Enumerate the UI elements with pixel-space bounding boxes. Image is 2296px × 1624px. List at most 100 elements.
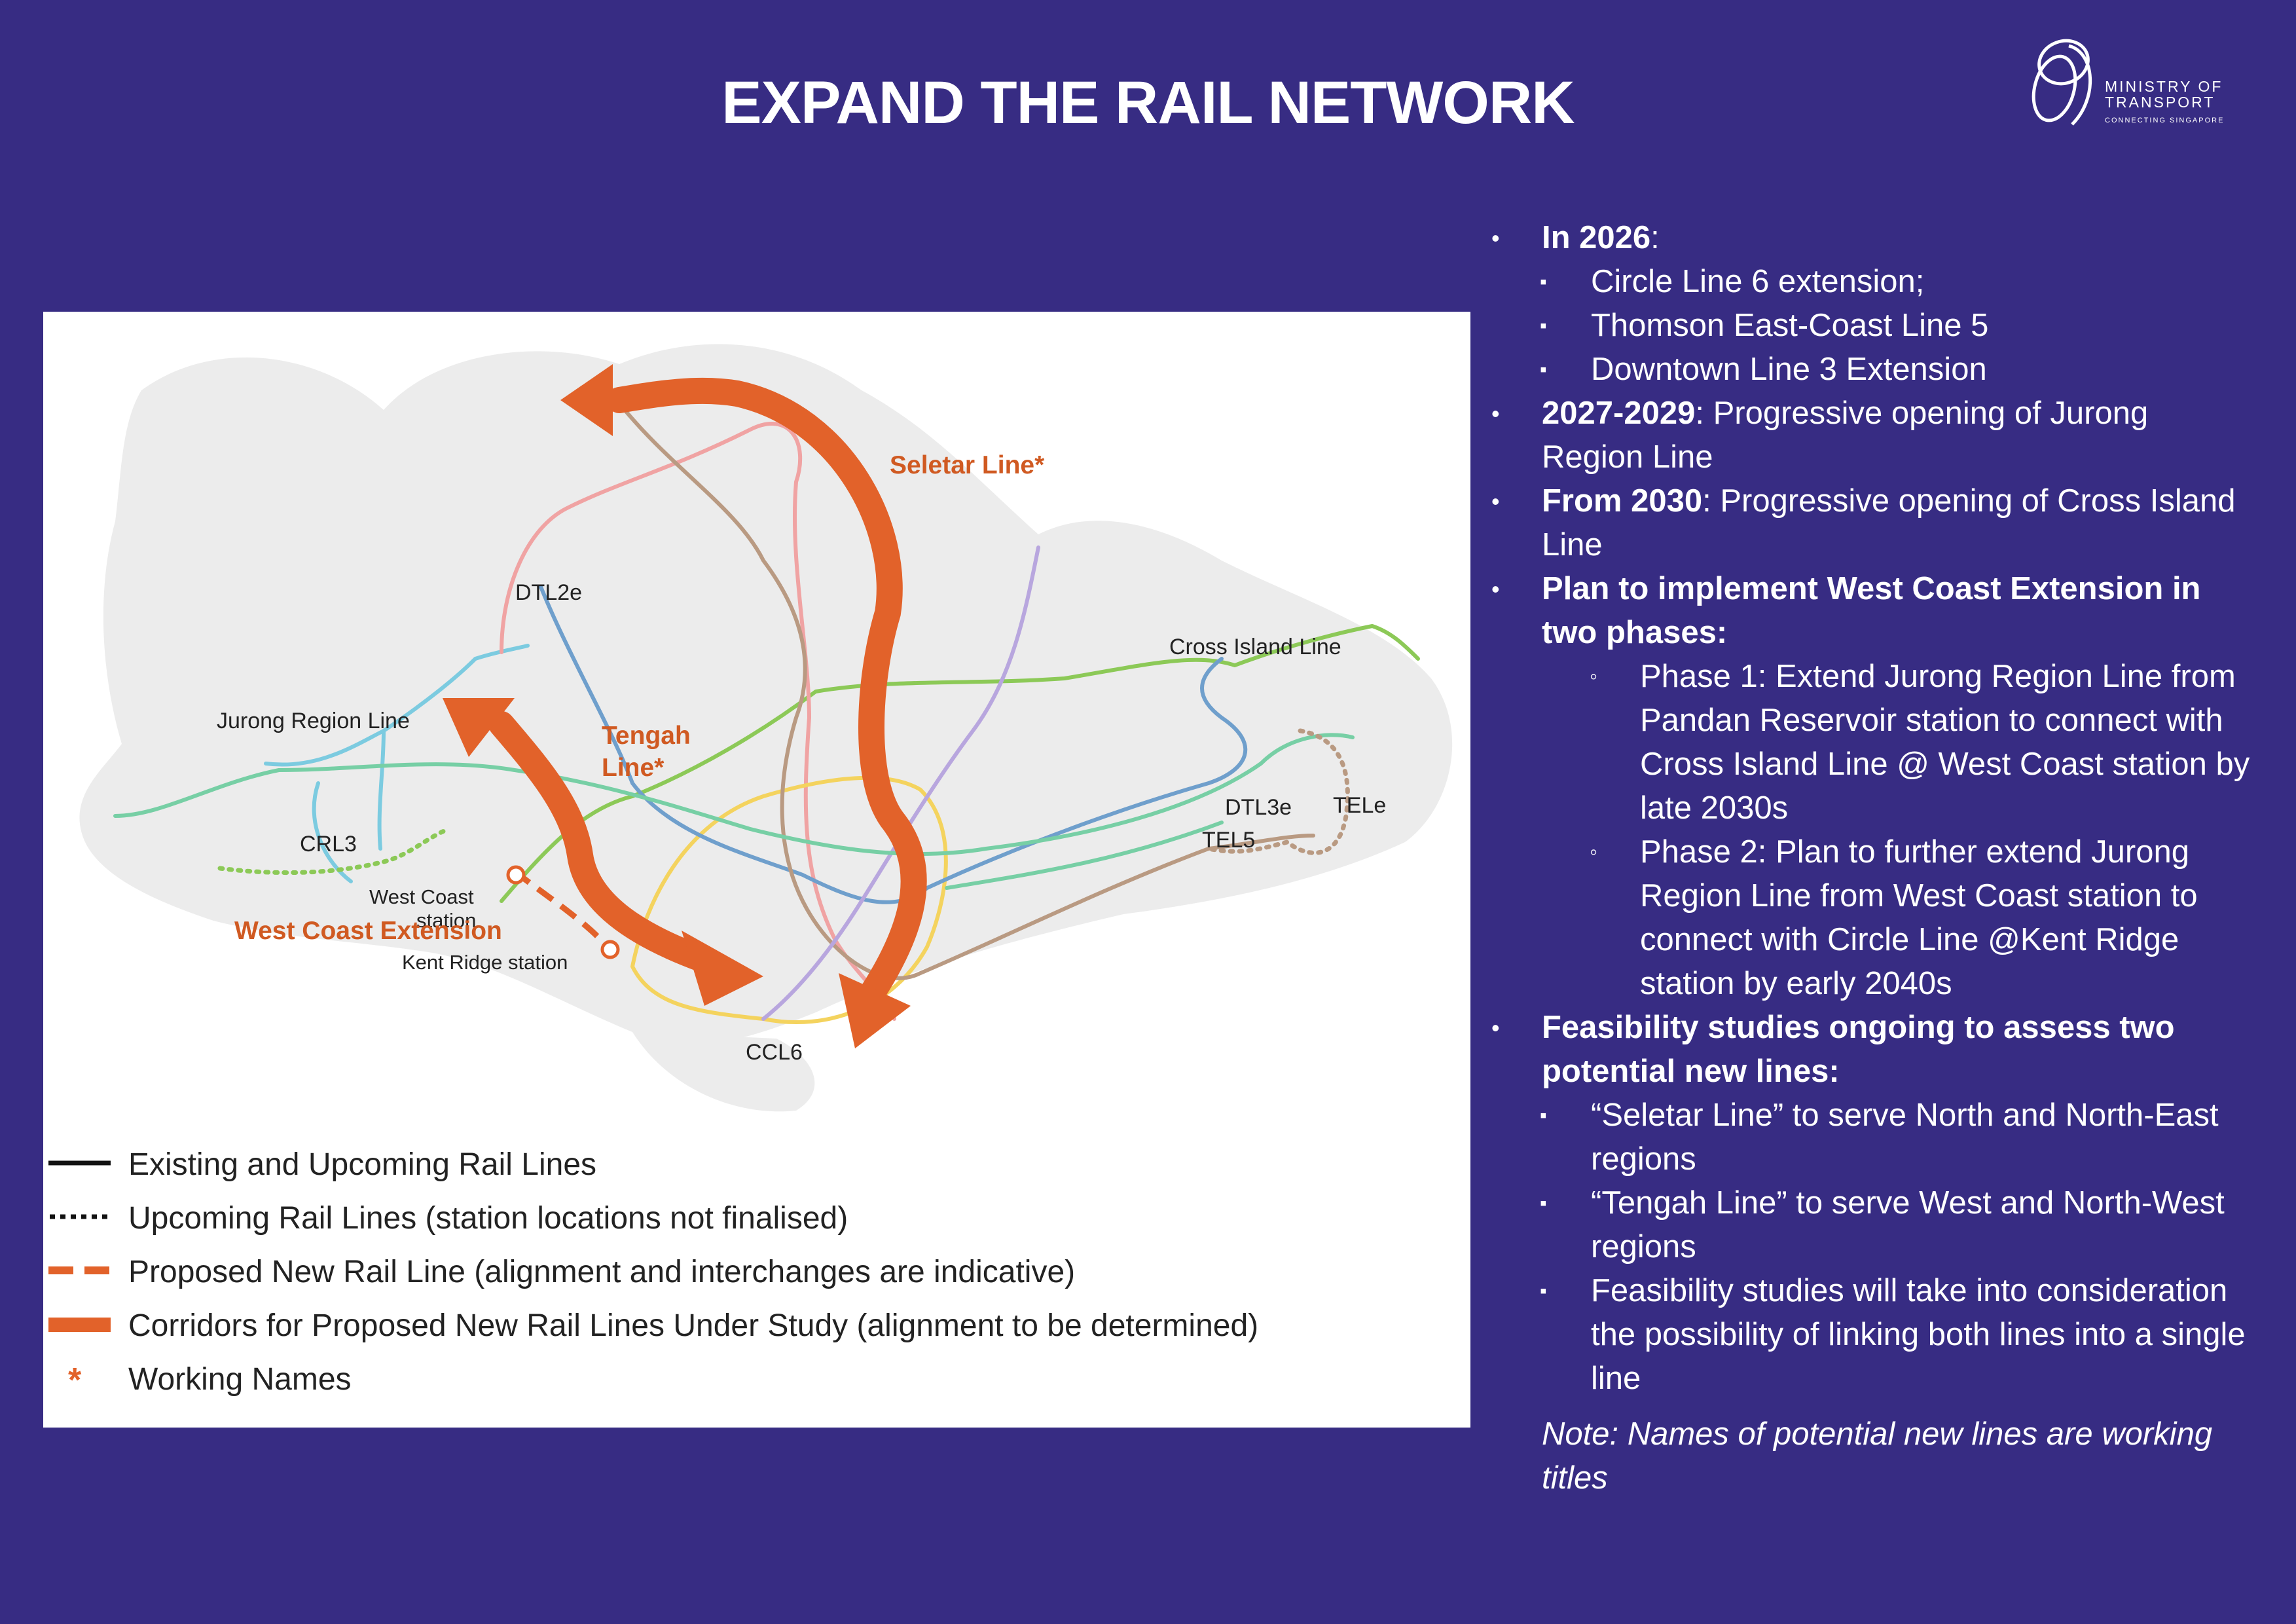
north-south-line (500, 422, 896, 1021)
tele-label: TELe (1333, 793, 1386, 818)
sub-bullet: ▪ Circle Line 6 extension; (1486, 260, 2259, 304)
bullet-text: : Progressive opening of Cross Island Li… (1542, 483, 2236, 563)
bullet-dot-icon: • (1491, 576, 1500, 602)
legend-item-working-names: * Working Names (43, 1355, 1470, 1401)
bullet-text: : Progressive opening of Jurong Region L… (1542, 396, 2149, 475)
bullet-heading: In 2026 (1542, 220, 1651, 255)
square-bullet-icon: ▪ (1540, 271, 1547, 293)
tengah-arrowhead-south (682, 931, 763, 1006)
info-bullets: • In 2026: ▪ Circle Line 6 extension; ▪ Th… (1486, 216, 2259, 1500)
phase-text: Phase 2: Plan to further extend Jurong R… (1640, 834, 2198, 1001)
bullet-2027: • 2027-2029: Progressive opening of Juro… (1486, 392, 2259, 479)
tengah-arrowhead-north (443, 698, 515, 757)
sub-bullet: ▪ Downtown Line 3 Extension (1486, 348, 2259, 392)
rail-network-map: Seletar Line* Tengah Line* DTL2e Cross I… (79, 344, 1453, 1112)
east-west-branch (945, 821, 1224, 890)
logo-mark-icon (2032, 39, 2092, 126)
jurong-region-line (264, 644, 530, 883)
logo-wordmark: MINISTRY OF TRANSPORT CONNECTING SINGAPO… (2105, 79, 2224, 128)
sub-bullet-text: Circle Line 6 extension; (1591, 264, 1925, 299)
kent-ridge-station-marker (600, 940, 620, 959)
bullet-heading: Plan to implement West Coast Extension i… (1542, 571, 2201, 650)
legend-item-corridors: Corridors for Proposed New Rail Lines Un… (43, 1301, 1470, 1347)
sub-bullet-text: Feasibility studies will take into consi… (1591, 1273, 2246, 1396)
thomson-east-coast-line (617, 401, 1315, 980)
logo-tagline: CONNECTING SINGAPORE (2105, 117, 2225, 124)
tengah-line-label-1: Tengah (602, 722, 691, 750)
bullet-west-coast-extension: • Plan to implement West Coast Extension… (1486, 567, 2259, 655)
bullet-dot-icon: • (1491, 1014, 1500, 1041)
bullet-dot-icon: • (1491, 488, 1500, 515)
bullet-2026: • In 2026: (1486, 216, 2259, 260)
legend-item-proposed: Proposed New Rail Line (alignment and in… (43, 1247, 1470, 1293)
ministry-logo: MINISTRY OF TRANSPORT CONNECTING SINGAPO… (2023, 26, 2246, 144)
svg-text:*: * (68, 1361, 82, 1399)
jurong-region-line-label: Jurong Region Line (217, 709, 410, 733)
legend-item-upcoming: Upcoming Rail Lines (station locations n… (43, 1194, 1470, 1240)
working-titles-note: Note: Names of potential new lines are w… (1542, 1416, 2213, 1496)
north-east-line (761, 545, 1040, 1021)
bullet-heading: From 2030 (1542, 483, 1703, 519)
seletar-corridor (606, 377, 927, 1012)
kent-ridge-station-label: Kent Ridge station (402, 951, 568, 974)
west-coast-extension-label: West Coast Extension (234, 917, 502, 945)
crl3-dotted-line (217, 826, 452, 876)
legend-label: Proposed New Rail Line (alignment and in… (128, 1255, 1076, 1289)
dashed-orange-line-icon (48, 1266, 111, 1274)
legend-label: Corridors for Proposed New Rail Lines Un… (128, 1308, 1259, 1343)
bullet-feasibility: • Feasibility studies ongoing to assess … (1486, 1006, 2259, 1094)
sub-bullet: ▪ Thomson East-Coast Line 5 (1486, 304, 2259, 348)
sub-bullet: ▪“Tengah Line” to serve West and North-W… (1486, 1181, 2259, 1269)
circle-bullet-icon: ◦ (1590, 840, 1598, 864)
east-west-line (113, 733, 1355, 857)
thick-orange-bar-icon (48, 1318, 111, 1332)
crl3-label: CRL3 (300, 832, 357, 857)
circle-bullet-icon: ◦ (1590, 664, 1598, 689)
legend-label: Existing and Upcoming Rail Lines (128, 1147, 597, 1182)
dtl2e-label: DTL2e (515, 580, 582, 605)
legend-item-existing: Existing and Upcoming Rail Lines (43, 1140, 1470, 1186)
phase-bullet: ◦ Phase 1: Extend Jurong Region Line from… (1486, 655, 2259, 830)
sub-bullet-text: “Seletar Line” to serve North and North-… (1591, 1098, 2219, 1177)
tengah-corridor (488, 711, 718, 973)
legend-label: Working Names (128, 1362, 352, 1397)
ccl6-label: CCL6 (746, 1040, 803, 1065)
west-coast-station-label-1: West Coast (369, 885, 474, 908)
phase-text: Phase 1: Extend Jurong Region Line from … (1640, 659, 2250, 826)
sub-bullet: ▪ Feasibility studies will take into cons… (1486, 1269, 2259, 1401)
legend-label: Upcoming Rail Lines (station locations n… (128, 1201, 848, 1236)
bullet-2030: • From 2030: Progressive opening of Cros… (1486, 479, 2259, 567)
solid-line-icon (48, 1160, 111, 1166)
bullet-text: : (1650, 220, 1660, 255)
sub-bullet-text: Thomson East-Coast Line 5 (1591, 308, 1989, 343)
asterisk-icon: * (68, 1361, 82, 1399)
sub-bullet-text: Downtown Line 3 Extension (1591, 352, 1987, 387)
island-coast-ext (632, 1032, 815, 1112)
bullet-dot-icon: • (1491, 400, 1500, 427)
logo-line-2: TRANSPORT (2105, 94, 2215, 111)
bullet-dot-icon: • (1491, 225, 1500, 251)
phase-bullet: ◦ Phase 2: Plan to further extend Jurong … (1486, 830, 2259, 1006)
cross-island-line-label: Cross Island Line (1169, 635, 1341, 659)
dtl3e-label: DTL3e (1225, 795, 1292, 820)
square-bullet-icon: ▪ (1540, 1192, 1547, 1214)
tengah-line-label-2: Line* (602, 754, 665, 782)
west-coast-station-label-2: station (416, 909, 476, 932)
bullet-heading: Feasibility studies ongoing to assess tw… (1542, 1010, 2175, 1089)
tele-dotted-line (1206, 728, 1350, 855)
square-bullet-icon: ▪ (1540, 1280, 1547, 1302)
seletar-arrowhead-north (560, 364, 613, 436)
circle-line (630, 775, 948, 1025)
rail-map-panel: Seletar Line* Tengah Line* DTL2e Cross I… (43, 312, 1470, 1428)
west-coast-station-marker (506, 865, 526, 885)
logo-line-1: MINISTRY OF (2105, 78, 2223, 95)
island-landmass (79, 344, 1453, 1044)
page-title: EXPAND THE RAIL NETWORK (721, 69, 1575, 136)
seletar-line-label: Seletar Line* (890, 451, 1045, 479)
dotted-line-icon (50, 1214, 111, 1219)
seletar-arrowhead-south (839, 973, 911, 1048)
square-bullet-icon: ▪ (1540, 315, 1547, 337)
square-bullet-icon: ▪ (1540, 359, 1547, 380)
square-bullet-icon: ▪ (1540, 1105, 1547, 1126)
bullet-heading: 2027-2029 (1542, 396, 1696, 431)
